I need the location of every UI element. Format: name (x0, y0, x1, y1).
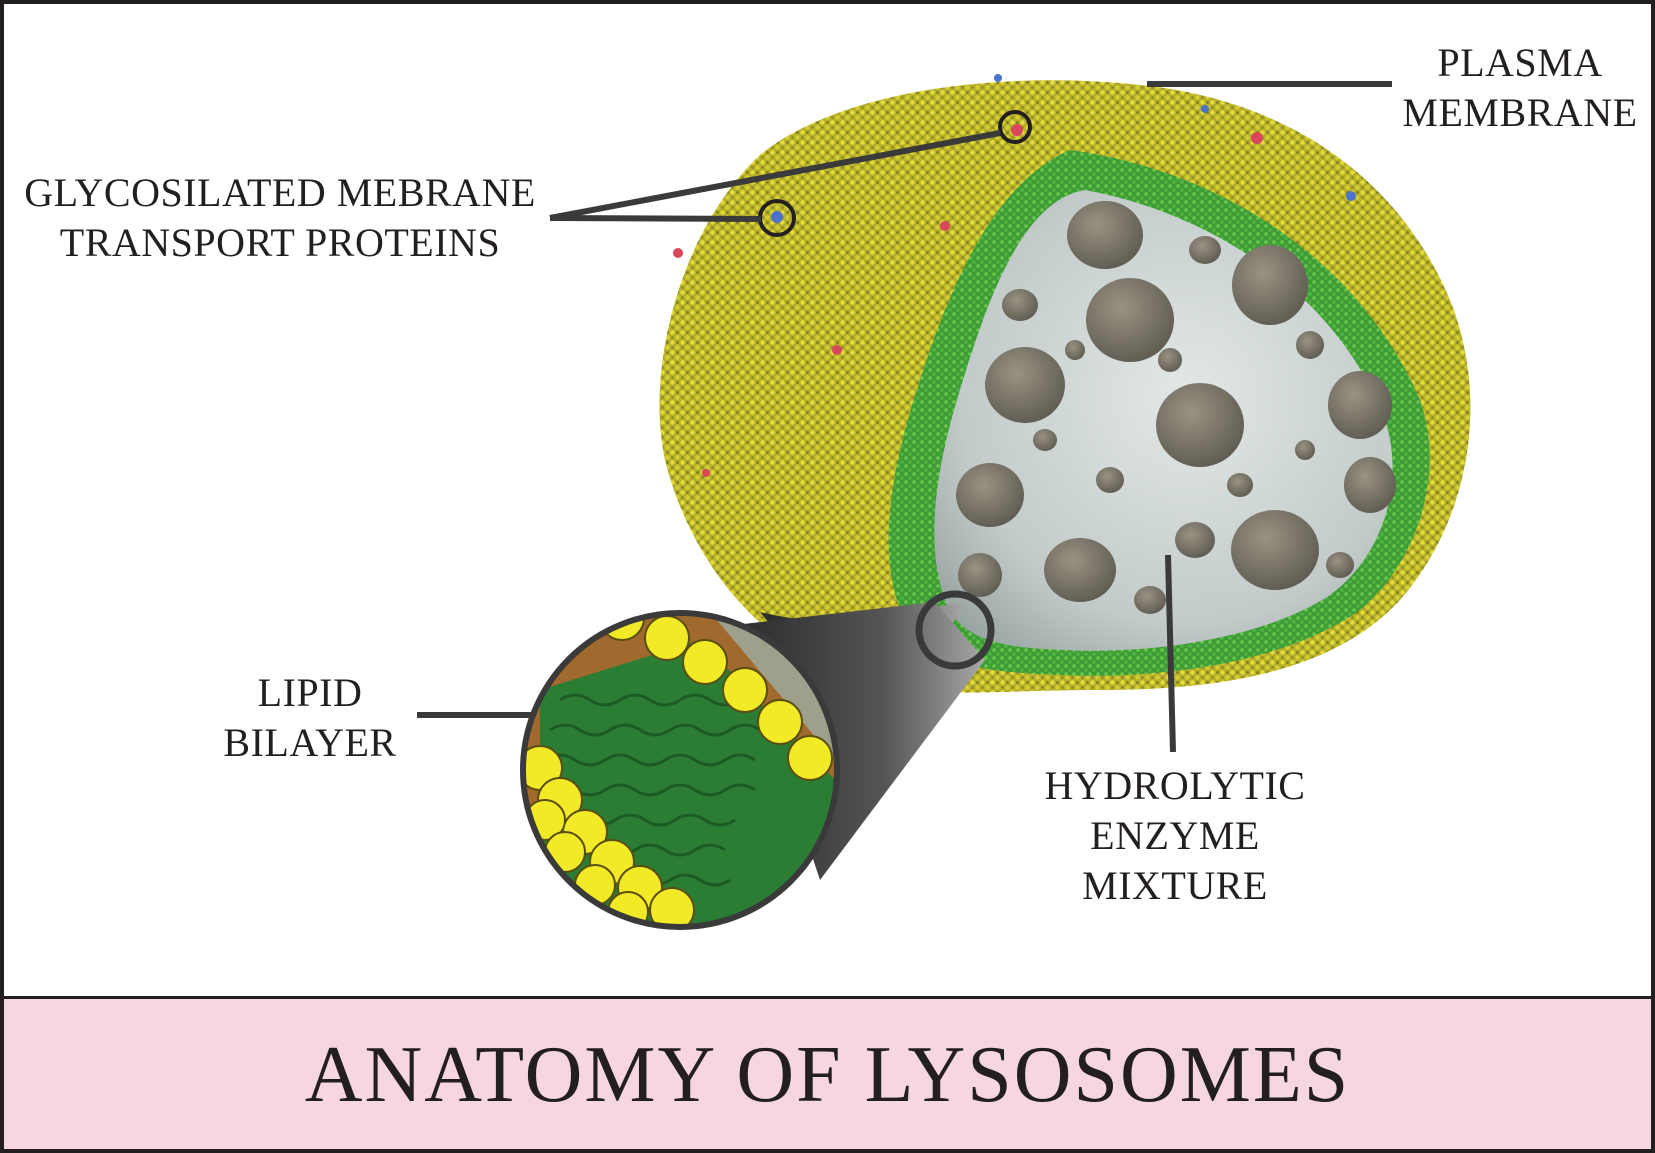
label-plasma-membrane-line-1: PLASMA (1437, 40, 1603, 85)
title-band: ANATOMY OF LYSOSOMES (4, 996, 1651, 1149)
label-plasma-membrane-line-2: MEMBRANE (1402, 90, 1638, 135)
transport-proteins (673, 74, 1356, 477)
label-glycosilated-proteins: GLYCOSILATED MEBRANE TRANSPORT PROTEINS (10, 168, 550, 268)
label-glycosilated-line-2: TRANSPORT PROTEINS (59, 220, 501, 265)
lipid-bilayer-zoom (523, 613, 837, 927)
enzyme-blobs (956, 201, 1396, 614)
label-hydrolytic-line-1: HYDROLYTIC (1044, 763, 1306, 808)
zoom-source-ring (915, 590, 995, 670)
label-hydrolytic-enzyme: HYDROLYTIC ENZYME MIXTURE (1025, 761, 1325, 911)
protein-highlight-ring-1 (998, 110, 1032, 144)
label-lipid-bilayer: LIPID BILAYER (215, 668, 405, 768)
label-lipid-bilayer-line-1: LIPID (257, 670, 363, 715)
label-hydrolytic-line-3: MIXTURE (1082, 863, 1268, 908)
diagram-title: ANATOMY OF LYSOSOMES (304, 1031, 1351, 1119)
label-plasma-membrane: PLASMA MEMBRANE (1395, 38, 1645, 138)
leader-lines (417, 81, 1392, 753)
label-hydrolytic-line-2: ENZYME (1090, 813, 1260, 858)
label-glycosilated-line-1: GLYCOSILATED MEBRANE (24, 170, 536, 215)
label-lipid-bilayer-line-2: BILAYER (223, 720, 397, 765)
